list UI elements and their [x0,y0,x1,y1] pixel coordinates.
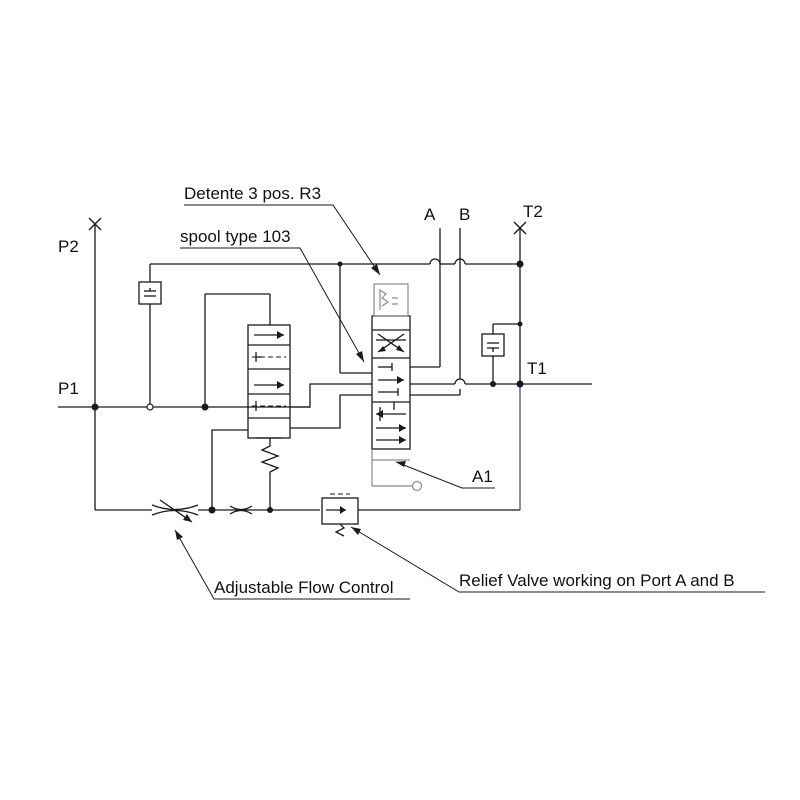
compensator-valve [247,324,291,476]
junction-dots [91,260,524,514]
detente-callout-label: Detente 3 pos. R3 [184,184,321,203]
main-directional-spool [371,283,411,450]
hydraulic-lines [58,217,592,511]
adjustable-flow-control [151,499,199,523]
port-p2-label: P2 [58,237,79,256]
port-t2-label: T2 [523,202,543,221]
manual-lever-actuator [371,449,423,492]
detente-leader [184,204,381,276]
right-accumulator-symbol [481,333,505,357]
relief-valve-leader [350,526,765,593]
spool-leader [180,247,365,363]
fixed-orifice [229,505,253,515]
a1-label: A1 [472,467,493,486]
a1-leader [395,461,495,489]
port-t1-label: T1 [527,359,547,378]
port-b-label: B [459,205,470,224]
relief-valve-callout-label: Relief Valve working on Port A and B [459,571,735,590]
left-accumulator-symbol [138,281,162,305]
relief-valve [321,493,359,537]
spool-callout-label: spool type 103 [180,227,291,246]
flow-control-callout-label: Adjustable Flow Control [214,578,394,597]
port-a-label: A [424,205,436,224]
port-p1-label: P1 [58,379,79,398]
flow-control-leader [174,529,410,600]
